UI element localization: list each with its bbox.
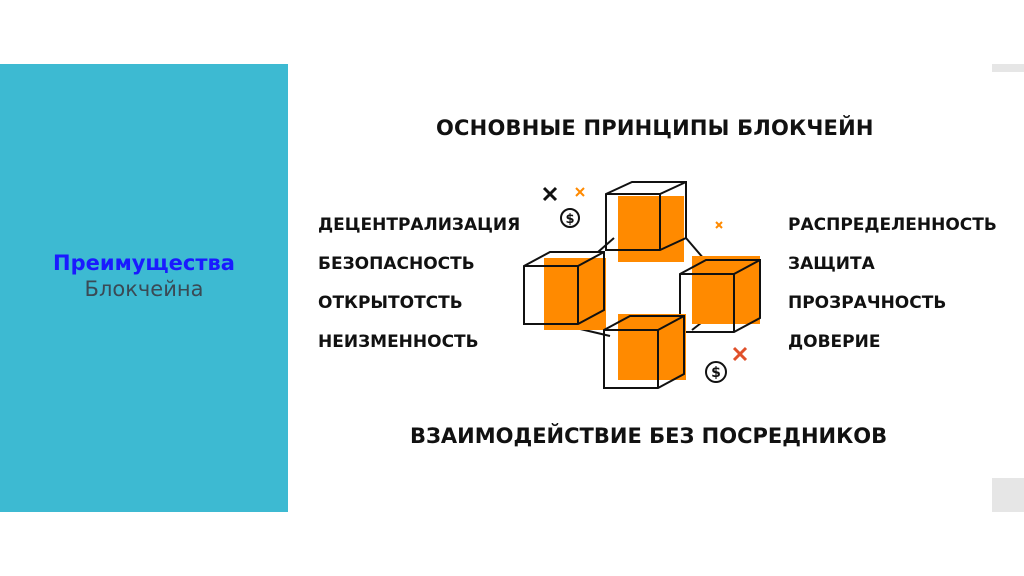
cube-right <box>679 256 761 333</box>
slide-title: Преимущества Блокчейна <box>0 250 288 302</box>
slide-title-sub: Блокчейна <box>84 277 204 301</box>
slide-title-main: Преимущества <box>53 251 235 275</box>
gray-bar-bottom <box>992 478 1024 512</box>
right-principle: ЗАЩИТА <box>788 254 875 274</box>
diagram-footer: ВЗАИМОДЕЙСТВИЕ БЕЗ ПОСРЕДНИКОВ <box>410 424 888 448</box>
blockchain-cubes-diagram: $ $ <box>523 181 761 389</box>
cross-icon <box>715 221 723 229</box>
right-principle: РАСПРЕДЕЛЕННОСТЬ <box>788 215 997 235</box>
right-principle: ДОВЕРИЕ <box>788 332 881 352</box>
left-principle: БЕЗОПАСНОСТЬ <box>318 254 475 274</box>
left-principles-list: ДЕЦЕНТРАЛИЗАЦИЯ БЕЗОПАСНОСТЬ ОТКРЫТОТСТЬ… <box>318 212 520 368</box>
cube-fill <box>544 258 606 330</box>
right-principle: ПРОЗРАЧНОСТЬ <box>788 293 947 313</box>
gray-bar-top <box>992 64 1024 72</box>
cross-icon <box>732 346 748 362</box>
cube-top <box>605 181 687 262</box>
cross-icon <box>575 187 585 197</box>
cube-left <box>523 251 606 330</box>
cube-fill <box>618 196 684 262</box>
cube-fill <box>692 256 760 324</box>
cross-icon <box>542 186 558 202</box>
right-principles-list: РАСПРЕДЕЛЕННОСТЬ ЗАЩИТА ПРОЗРАЧНОСТЬ ДОВ… <box>788 212 997 368</box>
svg-text:$: $ <box>711 365 721 381</box>
svg-text:$: $ <box>565 212 574 227</box>
left-principle: ДЕЦЕНТРАЛИЗАЦИЯ <box>318 215 521 235</box>
dollar-coin-icon: $ <box>705 361 727 383</box>
side-panel <box>0 64 288 512</box>
left-principle: ОТКРЫТОТСТЬ <box>318 293 463 313</box>
cube-fill <box>618 314 686 380</box>
dollar-coin-icon: $ <box>560 208 580 228</box>
left-principle: НЕИЗМЕННОСТЬ <box>318 332 479 352</box>
diagram-title: ОСНОВНЫЕ ПРИНЦИПЫ БЛОКЧЕЙН <box>436 116 874 140</box>
cube-bottom <box>603 314 686 389</box>
